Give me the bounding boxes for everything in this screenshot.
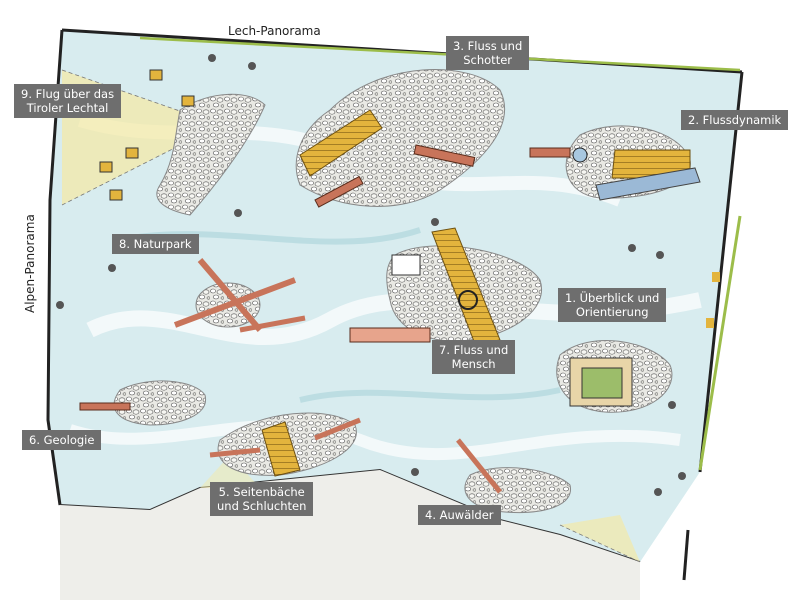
island-ueberblick — [556, 340, 673, 413]
island-geologie — [79, 380, 206, 426]
station-label-line: 2. Flussdynamik — [688, 113, 782, 127]
station-label-line: Mensch — [451, 357, 496, 371]
station-label-8: 8. Naturpark — [112, 234, 199, 254]
island-fluss-und-mensch — [349, 227, 543, 345]
station-label-line: 6. Geologie — [29, 433, 95, 447]
station-label-line: 1. Überblick und — [565, 291, 660, 305]
station-label-1: 1. Überblick und Orientierung — [558, 288, 667, 322]
walls — [46, 28, 744, 600]
island-fluss-und-schotter — [295, 69, 506, 208]
alpen-panorama-label: Alpen-Panorama — [23, 214, 37, 313]
station-label-2: 2. Flussdynamik — [681, 110, 789, 130]
island-seitenbaeche — [209, 412, 361, 477]
station-label-line: Tiroler Lechtal — [26, 101, 109, 115]
station-label-line: 4. Auwälder — [425, 508, 494, 522]
loose-seating — [56, 54, 720, 496]
station-label-line: Schotter — [463, 53, 513, 67]
island-auwaelder — [456, 438, 571, 514]
station-label-line: 3. Fluss und — [453, 39, 523, 53]
station-label-line: 9. Flug über das — [21, 87, 115, 101]
station-label-line: 7. Fluss und — [439, 343, 509, 357]
station-label-6: 6. Geologie — [22, 430, 102, 450]
island-tiroler-lechtal — [99, 69, 266, 216]
island-naturpark — [173, 258, 306, 333]
station-label-line: 8. Naturpark — [119, 237, 192, 251]
station-label-4: 4. Auwälder — [418, 505, 501, 525]
station-label-7: 7. Fluss und Mensch — [432, 340, 516, 374]
station-label-9: 9. Flug über das Tiroler Lechtal — [14, 84, 122, 118]
island-flussdynamik — [529, 125, 701, 201]
station-label-line: Orientierung — [575, 305, 649, 319]
lech-panorama-label: Lech-Panorama — [228, 24, 321, 38]
station-label-line: 5. Seitenbäche — [218, 485, 305, 499]
station-label-3: 3. Fluss und Schotter — [446, 36, 530, 70]
station-label-5: 5. Seitenbäche und Schluchten — [210, 482, 314, 516]
station-label-line: und Schluchten — [217, 499, 307, 513]
